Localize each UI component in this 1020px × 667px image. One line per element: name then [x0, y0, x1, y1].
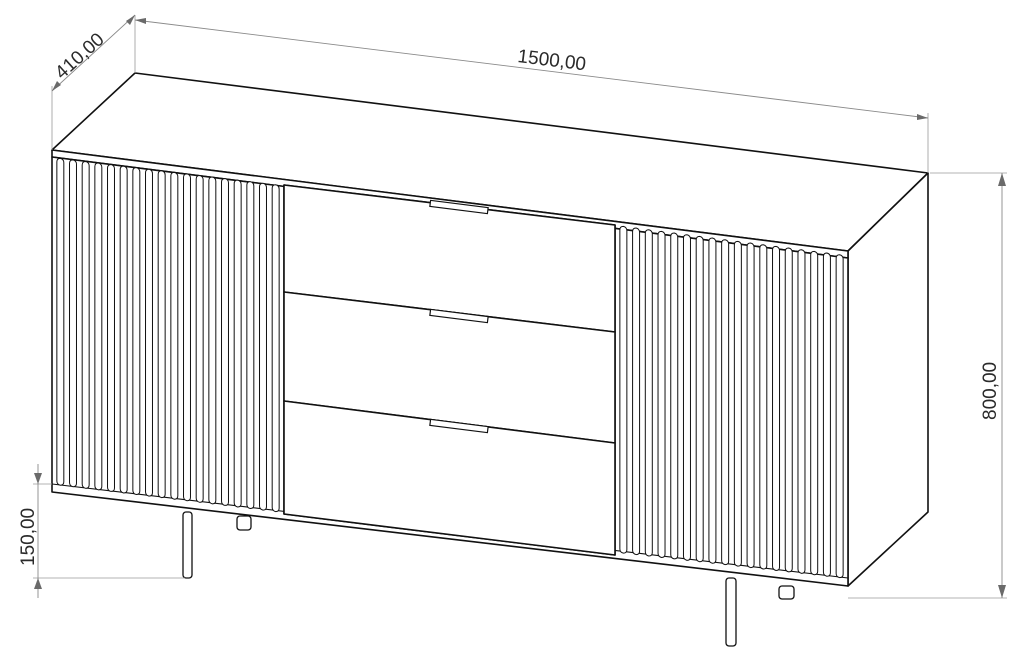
door-slat [170, 171, 179, 500]
arrow-icon [917, 114, 928, 120]
drawer-handle-icon [429, 308, 489, 324]
door-slat [708, 237, 717, 564]
door-slat [670, 232, 679, 560]
depth-label: 410,00 [51, 29, 108, 83]
door-slat [695, 235, 704, 563]
leg-height-label: 150,00 [18, 508, 39, 566]
width-label: 1500,00 [516, 46, 587, 75]
door-slat [233, 179, 242, 508]
arrow-icon [34, 473, 42, 484]
door-slat [810, 250, 819, 576]
door-slat [69, 159, 77, 488]
arrow-icon [998, 173, 1006, 186]
drawer-top [283, 184, 616, 333]
door-slat [132, 167, 141, 496]
arrow-icon [126, 15, 135, 25]
leg-back-left [236, 515, 252, 531]
legs [182, 511, 795, 647]
door-slat [271, 184, 280, 513]
door-slat [797, 249, 806, 574]
drawer-bottom [283, 400, 616, 556]
door-slat [208, 176, 217, 505]
door-slat [145, 168, 153, 497]
door-slat [784, 247, 793, 573]
door-slat [183, 173, 191, 502]
door-slat [721, 239, 730, 566]
door-slat [259, 182, 267, 511]
door-slat [733, 240, 742, 567]
door-slat [221, 178, 229, 506]
door-slat [657, 230, 666, 558]
arrow-icon [34, 578, 42, 589]
leg-back-right [778, 585, 795, 600]
arrow-icon [135, 18, 146, 24]
drawer-handle-icon [429, 418, 489, 434]
door-slat [632, 227, 641, 556]
door-slat [56, 157, 65, 486]
door-slat [644, 229, 653, 557]
arrow-icon [998, 585, 1006, 598]
door-slat [94, 162, 103, 491]
door-slat [822, 252, 831, 577]
door-slat [682, 234, 691, 561]
height-dimension: 800,00 [848, 172, 1007, 599]
door-slat [157, 170, 166, 499]
door-slat [195, 174, 204, 503]
door-slat [107, 164, 115, 492]
height-label: 800,00 [980, 362, 1001, 420]
door-slat [835, 254, 844, 579]
right-slatted-door [619, 225, 844, 579]
door-slat [746, 242, 755, 569]
leg-front-right [725, 577, 737, 647]
leg-front-left [182, 511, 193, 579]
left-slatted-door [56, 157, 280, 513]
drawer-handle-icon [429, 199, 489, 215]
door-slat [81, 160, 90, 489]
door-slat [246, 181, 255, 510]
arrow-icon [52, 81, 61, 91]
door-slat [772, 245, 781, 571]
door-slat [619, 225, 628, 554]
leg-height-dimension: 150,00 [18, 464, 185, 598]
door-slat [759, 244, 768, 570]
door-slat [119, 165, 128, 494]
sideboard [51, 72, 929, 647]
